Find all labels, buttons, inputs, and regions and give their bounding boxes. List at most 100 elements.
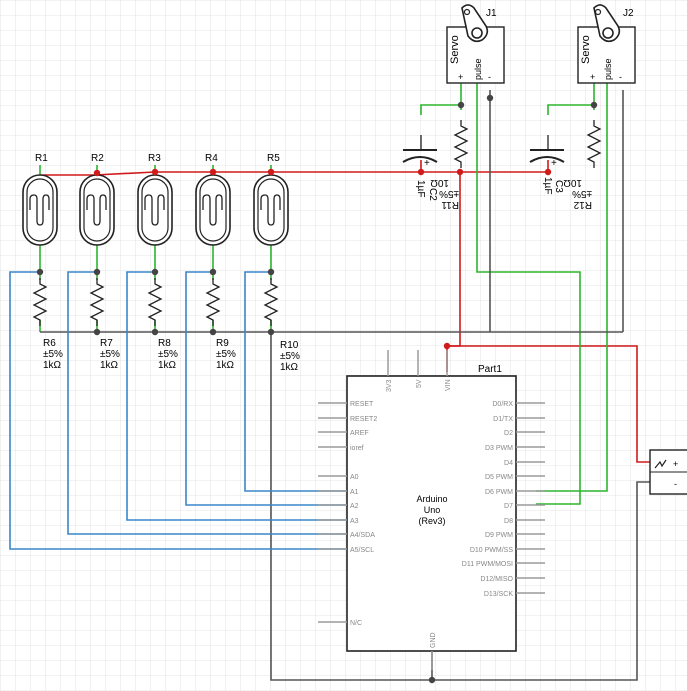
svg-text:Servo: Servo [580,35,592,64]
svg-text:A2: A2 [350,503,359,510]
svg-text:+: + [458,72,463,82]
svg-text:1µF: 1µF [415,180,426,197]
photoresistor-r5: R5 [253,153,289,246]
resistor-r6: R6 ±5% 1kΩ [33,277,63,371]
power-icon [654,459,667,469]
servo-j2: J2 Servo pulse + - [577,4,636,84]
svg-text:D6 PWM: D6 PWM [485,489,513,496]
svg-text:R10: R10 [280,340,299,351]
svg-text:RESET: RESET [350,401,374,408]
svg-text:±5%: ±5% [158,349,178,360]
blue-a3 [126,271,347,521]
svg-text:A4/SDA: A4/SDA [350,532,375,539]
blue-a4 [67,271,347,535]
svg-text:±5%: ±5% [572,188,592,199]
green-c3-top [547,104,594,115]
svg-text:R12: R12 [573,199,592,210]
svg-text:D10 PWM/SS: D10 PWM/SS [470,547,514,554]
svg-text:R5: R5 [267,153,280,164]
photoresistor-r3: R3 [137,153,173,246]
svg-text:1kΩ: 1kΩ [43,360,62,371]
green-j1-pulse [476,83,581,505]
svg-text:Arduino: Arduino [416,494,447,504]
servo-j1: J1 Servo pulse + - [446,4,505,84]
wires [9,83,650,681]
resistor-r7: R7 ±5% 1kΩ [90,277,120,371]
svg-text:D12/MISO: D12/MISO [480,576,513,583]
arduino-uno: Part1 Arduino Uno (Rev3) 3V3 5V VIN GND [318,350,545,670]
svg-text:±5%: ±5% [439,188,459,199]
svg-text:R3: R3 [148,153,161,164]
svg-text:1kΩ: 1kΩ [100,360,119,371]
svg-text:±5%: ±5% [100,349,120,360]
svg-text:J1: J1 [486,8,497,19]
photoresistor-r2: R2 [79,153,115,246]
svg-text:J2: J2 [623,8,634,19]
svg-text:D7: D7 [504,503,513,510]
svg-text:10Ω: 10Ω [430,177,449,188]
svg-text:R9: R9 [216,338,229,349]
svg-text:D5 PWM: D5 PWM [485,474,513,481]
svg-text:AREF: AREF [350,430,369,437]
green-j2-pulse [536,83,608,492]
svg-text:+: + [424,158,430,169]
svg-text:-: - [619,72,622,82]
svg-text:5V: 5V [416,379,423,388]
svg-text:3V3: 3V3 [386,379,393,392]
svg-text:C3: C3 [553,180,564,193]
ground-main [270,332,650,681]
svg-text:1kΩ: 1kΩ [158,360,177,371]
svg-text:VIN: VIN [445,379,452,391]
svg-text:A3: A3 [350,518,359,525]
svg-text:D4: D4 [504,460,513,467]
svg-text:R11: R11 [441,199,459,210]
capacitor-c3: + C3 1µF [529,135,565,194]
svg-text:A0: A0 [350,474,359,481]
svg-text:±5%: ±5% [216,349,236,360]
svg-text:D11 PWM/MOSI: D11 PWM/MOSI [462,561,513,568]
resistor-r9: R9 ±5% 1kΩ [206,277,236,371]
photoresistor-r4: R4 [195,153,231,246]
svg-text:ioref: ioref [350,445,364,452]
svg-text:Servo: Servo [449,35,461,64]
svg-text:A5/SCL: A5/SCL [350,547,374,554]
blue-a1 [244,271,347,492]
svg-text:Uno: Uno [424,505,441,515]
svg-text:R1: R1 [35,153,48,164]
green-c2-top [420,104,461,115]
svg-text:D1/TX: D1/TX [493,416,513,423]
svg-text:1µF: 1µF [542,177,553,194]
blue-a5 [9,271,347,550]
svg-text:N/C: N/C [350,620,362,627]
svg-text:-: - [488,72,491,82]
svg-text:R6: R6 [43,338,56,349]
svg-text:Part1: Part1 [478,364,502,375]
svg-text:R4: R4 [205,153,218,164]
svg-text:GND: GND [430,632,437,648]
svg-text:C2: C2 [427,188,438,201]
resistor-r12: 10Ω ±5% R12 [563,119,601,210]
resistor-r11: 10Ω ±5% R11 [430,119,468,210]
red-power-wire [447,345,650,463]
svg-text:RESET2: RESET2 [350,416,377,423]
svg-text:R7: R7 [100,338,113,349]
photoresistor-r1: R1 [22,153,58,246]
svg-text:+: + [590,72,595,82]
resistor-r10: R10 ±5% 1kΩ [264,277,300,373]
svg-text:±5%: ±5% [43,349,63,360]
svg-text:D8: D8 [504,518,513,525]
power-supply: + - [649,449,687,495]
svg-text:pulse: pulse [603,58,613,80]
svg-text:-: - [674,479,677,489]
svg-text:1kΩ: 1kΩ [216,360,235,371]
svg-text:D2: D2 [504,430,513,437]
svg-text:10Ω: 10Ω [563,177,582,188]
svg-text:pulse: pulse [473,58,483,80]
svg-text:+: + [673,459,678,469]
svg-text:A1: A1 [350,489,359,496]
svg-text:D3 PWM: D3 PWM [485,445,513,452]
svg-text:R8: R8 [158,338,171,349]
svg-text:+: + [551,158,557,169]
svg-text:D0/RX: D0/RX [492,401,513,408]
